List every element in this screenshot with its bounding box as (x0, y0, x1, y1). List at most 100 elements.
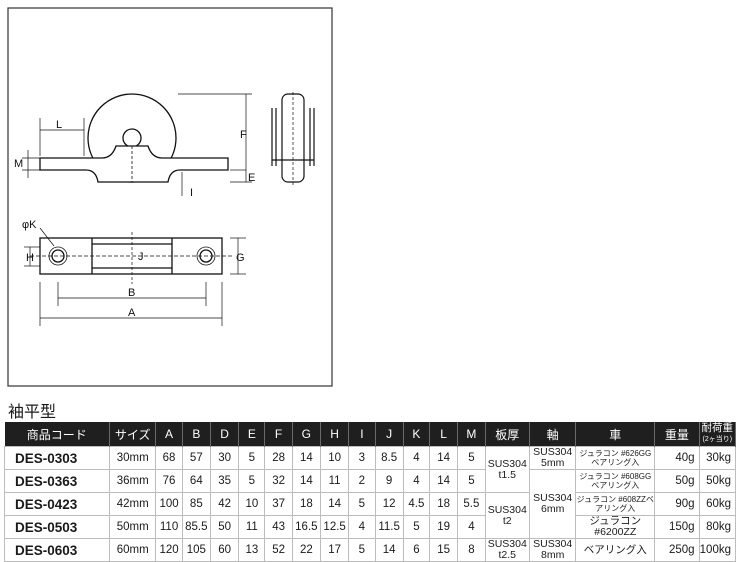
cell-a: 110 (155, 515, 183, 539)
cell-e: 11 (238, 515, 266, 539)
cell-code: DES-0303 (4, 446, 110, 470)
cell-weight: 40g (654, 446, 700, 470)
drawing-frame (7, 7, 333, 387)
cell-l: 18 (429, 492, 459, 516)
cell-b: 64 (181, 469, 211, 493)
cell-b: 105 (181, 538, 211, 562)
cell-g: 18 (291, 492, 321, 516)
cell-i: 5 (348, 538, 376, 562)
cell-j: 14 (374, 538, 404, 562)
cell-wheel: ジュラコン #608GGベアリング入 (575, 469, 656, 493)
cell-load: 30kg (698, 446, 737, 470)
cell-k: 5 (402, 515, 431, 539)
section-title: 袖平型 (8, 402, 57, 421)
col-header: M (457, 422, 486, 447)
cell-code: DES-0503 (4, 515, 110, 539)
top-view (30, 237, 232, 275)
col-header-load: 耐荷重 (2ヶ当り) (699, 422, 737, 447)
col-header: 軸 (529, 422, 577, 447)
cell-size: 30mm (108, 446, 157, 470)
cell-e: 5 (238, 446, 266, 470)
cell-l: 19 (429, 515, 459, 539)
cell-h: 12.5 (319, 515, 350, 539)
cell-b: 57 (181, 446, 211, 470)
col-header: D (210, 422, 240, 447)
col-header: H (320, 422, 350, 447)
front-view (39, 93, 229, 183)
cell-weight: 150g (654, 515, 700, 539)
cell-a: 76 (155, 469, 183, 493)
cell-m: 5 (457, 446, 486, 470)
front-view-dimensions (22, 93, 252, 196)
cell-k: 4 (402, 469, 431, 493)
col-header: サイズ (109, 422, 157, 447)
cell-f: 32 (264, 469, 293, 493)
cell-g: 22 (291, 538, 321, 562)
cell-e: 10 (238, 492, 266, 516)
cell-code: DES-0423 (4, 492, 110, 516)
table-row: DES-0423 42mm 100 85 42 10 37 18 14 5 12… (4, 492, 737, 539)
cell-load: 100kg (698, 538, 737, 562)
cell-g: 14 (291, 469, 321, 493)
cell-size: 42mm (108, 492, 157, 516)
col-header: B (182, 422, 211, 447)
cell-axle: SUS304 6mm (528, 469, 577, 539)
cell-code: DES-0363 (4, 469, 110, 493)
cell-weight: 250g (654, 538, 700, 562)
col-header: 車 (575, 422, 656, 447)
cell-a: 68 (155, 446, 183, 470)
col-header: 重量 (654, 422, 700, 447)
cell-size: 36mm (108, 469, 157, 493)
col-header: G (292, 422, 321, 447)
spec-table: 商品コード サイズ A B D E F G H I J K L M 板厚 軸 車… (4, 422, 737, 562)
technical-drawing: L M F E I (7, 7, 333, 387)
cell-d: 35 (209, 469, 240, 493)
cell-wheel: ジュラコン #608ZZベアリング入 (575, 492, 656, 516)
cell-size: 50mm (108, 515, 157, 539)
cell-axle: SUS304 5mm (528, 446, 577, 470)
cell-l: 14 (429, 446, 459, 470)
label-g: G (236, 252, 245, 264)
col-header: F (264, 422, 293, 447)
cell-plate: SUS304 t1.5 (484, 446, 530, 493)
cell-code: DES-0603 (4, 538, 110, 562)
table-header-row: 商品コード サイズ A B D E F G H I J K L M 板厚 軸 車… (4, 422, 737, 447)
label-h: H (26, 252, 34, 264)
cell-h: 14 (319, 492, 350, 516)
label-l: L (56, 119, 62, 131)
load-header: 耐荷重 (701, 422, 734, 434)
cell-m: 4 (457, 515, 486, 539)
cell-i: 5 (348, 492, 376, 516)
cell-b: 85.5 (181, 515, 211, 539)
load-subheader: (2ヶ当り) (702, 436, 733, 443)
cell-h: 11 (319, 469, 350, 493)
cell-b: 85 (181, 492, 211, 516)
cell-a: 100 (155, 492, 183, 516)
cell-l: 15 (429, 538, 459, 562)
col-header: E (238, 422, 266, 447)
cell-h: 10 (319, 446, 350, 470)
cell-weight: 90g (654, 492, 700, 516)
label-e: E (248, 172, 255, 184)
cell-load: 50kg (698, 469, 737, 493)
cell-j: 8.5 (374, 446, 404, 470)
label-a: A (128, 307, 136, 319)
cell-j: 9 (374, 469, 404, 493)
cell-f: 52 (264, 538, 293, 562)
cell-j: 12 (374, 492, 404, 516)
col-header: 板厚 (485, 422, 530, 447)
label-i: I (190, 187, 193, 199)
side-view (271, 92, 315, 186)
cell-m: 5 (457, 469, 486, 493)
cell-d: 60 (209, 538, 240, 562)
cell-wheel: ベアリング入 (575, 538, 656, 562)
cell-m: 8 (457, 538, 486, 562)
label-phik: φK (22, 219, 37, 231)
col-header: 商品コード (4, 422, 110, 447)
cell-axle: SUS304 8mm (528, 538, 577, 562)
cell-j: 11.5 (374, 515, 404, 539)
cell-h: 17 (319, 538, 350, 562)
table-row: DES-0303 30mm 68 57 30 5 28 14 10 3 8.5 … (4, 446, 737, 493)
cell-d: 42 (209, 492, 240, 516)
table-row: DES-0363 36mm 76 64 35 5 32 14 11 2 9 4 … (4, 469, 737, 539)
